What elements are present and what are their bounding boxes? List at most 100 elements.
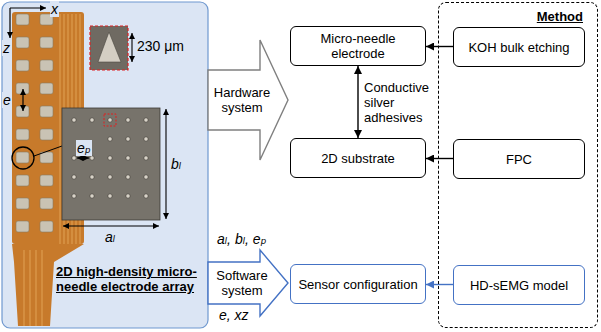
box-label: KOH bulk etching <box>468 40 569 55</box>
pad <box>40 221 53 232</box>
needle <box>126 156 130 160</box>
connector-arrow <box>357 66 358 138</box>
dimension-label: bₗ <box>170 156 182 172</box>
pad <box>16 175 29 186</box>
pad <box>16 221 29 232</box>
label-holder: aₗ <box>104 229 116 245</box>
group-heading: Method <box>439 3 597 24</box>
needle <box>90 118 94 122</box>
label-holder: aₗ, bₗ, eₚ <box>216 231 268 247</box>
needle <box>108 194 112 198</box>
process-box: 2D substrate <box>290 138 426 178</box>
needle <box>126 175 130 179</box>
box-label: HD-sEMG model <box>470 278 568 293</box>
pad <box>40 83 53 94</box>
pad <box>16 152 29 163</box>
dimension-label: e <box>2 92 12 108</box>
zoom-marker <box>104 114 116 126</box>
edge-label-holder: Conductive silver adhesives <box>364 80 436 125</box>
method-group: MethodKOH bulk etchingFPC HD-sEMG model <box>438 2 598 328</box>
label-holder: x <box>50 1 59 17</box>
needle <box>72 118 76 122</box>
box-label: 2D substrate <box>321 151 395 166</box>
needle <box>72 156 76 160</box>
pad <box>16 129 29 140</box>
dimension-label: 230 μm <box>136 38 185 54</box>
hardware-arrow: Hardware system <box>208 40 288 160</box>
needle <box>144 156 148 160</box>
trace <box>42 250 43 326</box>
label-holder: 230 μm <box>136 38 185 54</box>
connector-arrow <box>426 284 453 285</box>
needle <box>144 194 148 198</box>
process-box: Micro-needle electrode <box>290 26 426 66</box>
needle-height-dimension <box>131 33 132 62</box>
trace <box>30 250 31 326</box>
needle <box>72 175 76 179</box>
label-holder: bₗ <box>170 156 182 172</box>
needle <box>126 194 130 198</box>
needle <box>72 194 76 198</box>
parameter-label: aₗ, bₗ, eₚ <box>216 231 268 247</box>
method-box: KOH bulk etching <box>453 27 585 67</box>
pad <box>16 198 29 209</box>
pitch-dimension <box>22 89 23 111</box>
zoom-photo <box>90 26 128 70</box>
pad <box>16 14 29 25</box>
panel-title: 2D high-density micro-needle electrode a… <box>56 264 206 294</box>
panel-ground <box>2 2 208 328</box>
axis-label: z <box>2 40 11 56</box>
pad <box>16 37 29 48</box>
needle-pyramid <box>98 32 121 62</box>
needle <box>108 156 112 160</box>
method-box: HD-sEMG model <box>453 265 585 305</box>
process-box: Sensor configuration <box>290 264 426 304</box>
pad <box>40 60 53 71</box>
z-axis <box>9 8 10 38</box>
arrow-label: Software system <box>210 268 274 298</box>
pad <box>40 37 53 48</box>
trace <box>24 250 25 326</box>
dimension-label: eₚ <box>76 140 92 156</box>
height-dimension <box>165 109 166 219</box>
pad <box>40 175 53 186</box>
trace <box>60 14 61 244</box>
needle-pitch-dimension <box>77 157 89 158</box>
label-holder: e <box>2 92 12 108</box>
needle-grid <box>72 118 148 198</box>
pad <box>40 198 53 209</box>
needle <box>144 118 148 122</box>
inset-photo <box>62 108 160 220</box>
parameter-label: e, xz <box>218 307 250 323</box>
needle <box>108 118 112 122</box>
connector-arrow <box>426 46 453 47</box>
dimension-label: aₗ <box>104 229 116 245</box>
pad <box>40 129 53 140</box>
label-holder: e, xz <box>218 307 250 323</box>
box-label: Sensor configuration <box>298 277 417 292</box>
trace <box>36 250 37 326</box>
needle <box>90 194 94 198</box>
axis-label: x <box>50 1 59 17</box>
box-label: FPC <box>506 152 532 167</box>
label-holder: z <box>2 40 11 56</box>
needle <box>126 137 130 141</box>
needle <box>144 137 148 141</box>
arrow-label: Hardware system <box>210 85 274 115</box>
box-label: Micro-needle electrode <box>297 31 419 61</box>
label-holder: eₚ <box>76 140 92 156</box>
needle <box>108 175 112 179</box>
width-dimension <box>63 225 159 226</box>
needle <box>144 175 148 179</box>
electrode-pads <box>16 14 53 232</box>
leader-line <box>34 146 62 156</box>
connector-arrow <box>426 158 453 159</box>
needle <box>108 137 112 141</box>
pad <box>16 60 29 71</box>
needle <box>126 118 130 122</box>
x-axis <box>10 7 46 8</box>
method-box: FPC <box>453 139 585 179</box>
highlight-circle <box>12 147 34 169</box>
edge-label: Conductive silver adhesives <box>364 80 436 125</box>
